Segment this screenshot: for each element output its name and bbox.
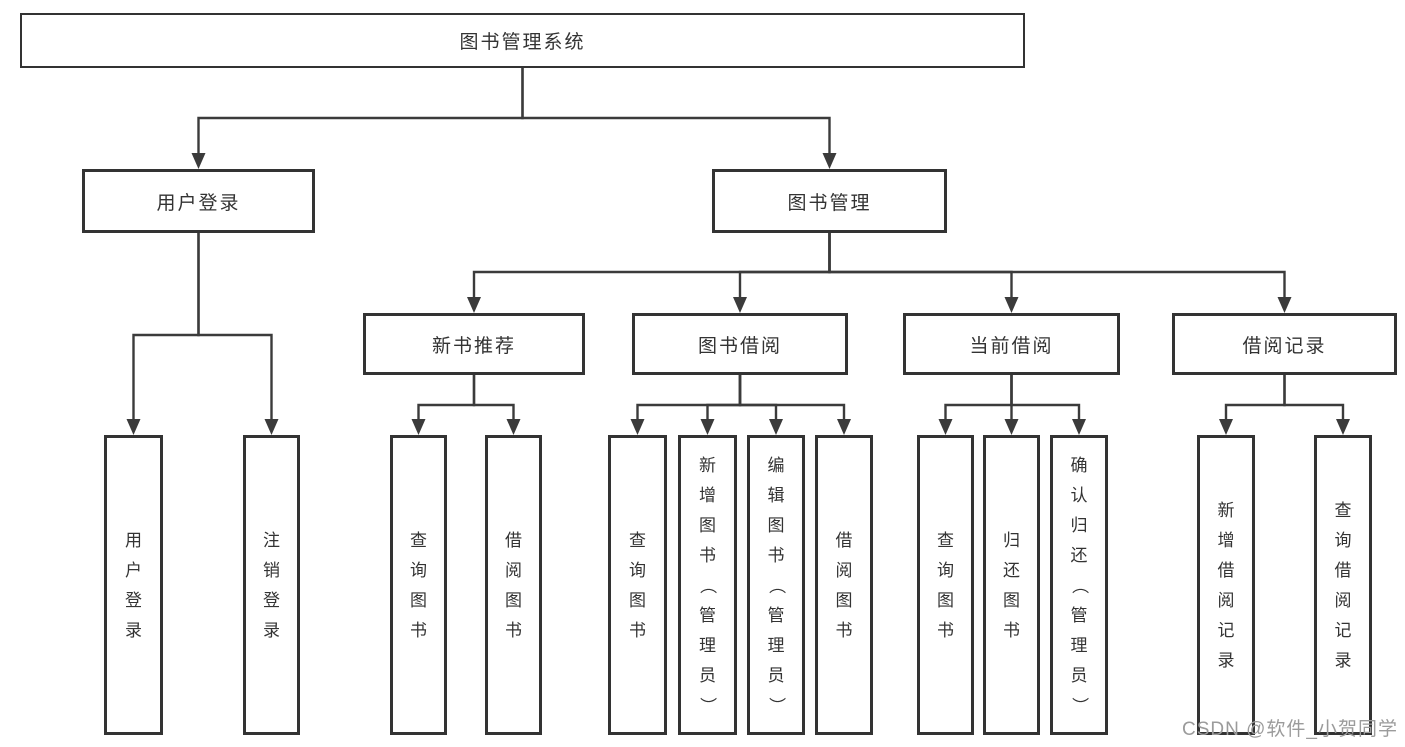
node-book-borrow: 图书借阅 xyxy=(632,313,848,375)
node-current-borrow: 当前借阅 xyxy=(903,313,1120,375)
node-label: 图书管理 xyxy=(787,192,872,214)
node-label: 用户登录 xyxy=(125,530,142,640)
node-borrow-records: 借阅记录 xyxy=(1172,313,1397,375)
node-new-book-rec: 新书推荐 xyxy=(363,313,585,375)
node-label: 新书推荐 xyxy=(431,335,516,357)
node-label: 借阅图书 xyxy=(505,530,522,640)
node-leaf-cb-return: 归还图书 xyxy=(983,435,1040,735)
node-leaf-br-add: 新增借阅记录 xyxy=(1197,435,1255,735)
node-leaf-logout: 注销登录 xyxy=(243,435,300,735)
node-label: 确认归还（管理员） xyxy=(1069,455,1089,714)
csdn-watermark: CSDN @软件_小贺同学 xyxy=(1182,719,1398,740)
node-label: 归还图书 xyxy=(1003,530,1020,640)
node-leaf-cb-confirm: 确认归还（管理员） xyxy=(1050,435,1108,735)
node-label: 图书管理系统 xyxy=(459,32,586,53)
node-label: 用户登录 xyxy=(156,192,241,214)
node-leaf-user-login: 用户登录 xyxy=(104,435,163,735)
node-user-login: 用户登录 xyxy=(82,169,315,233)
node-leaf-br-query: 查询借阅记录 xyxy=(1314,435,1372,735)
node-label: 借阅记录 xyxy=(1242,335,1327,357)
node-label: 新增图书（管理员） xyxy=(698,455,717,714)
node-leaf-nbr-query: 查询图书 xyxy=(390,435,447,735)
node-root: 图书管理系统 xyxy=(20,13,1025,68)
node-leaf-bb-add: 新增图书（管理员） xyxy=(678,435,737,735)
node-label: 当前借阅 xyxy=(969,335,1054,357)
node-label: 注销登录 xyxy=(263,530,280,640)
node-label: 查询图书 xyxy=(629,530,646,640)
node-book-mgmt: 图书管理 xyxy=(712,169,947,233)
node-leaf-bb-query: 查询图书 xyxy=(608,435,667,735)
node-leaf-nbr-borrow: 借阅图书 xyxy=(485,435,542,735)
node-label: 新增借阅记录 xyxy=(1217,500,1235,670)
node-leaf-bb-edit: 编辑图书（管理员） xyxy=(747,435,805,735)
node-leaf-bb-borrow: 借阅图书 xyxy=(815,435,873,735)
node-label: 查询图书 xyxy=(937,530,954,640)
node-leaf-cb-query: 查询图书 xyxy=(917,435,974,735)
node-label: 查询图书 xyxy=(410,530,427,640)
node-label: 图书借阅 xyxy=(697,335,782,357)
node-label: 查询借阅记录 xyxy=(1334,500,1352,670)
node-label: 编辑图书（管理员） xyxy=(766,455,786,714)
node-label: 借阅图书 xyxy=(835,530,853,640)
